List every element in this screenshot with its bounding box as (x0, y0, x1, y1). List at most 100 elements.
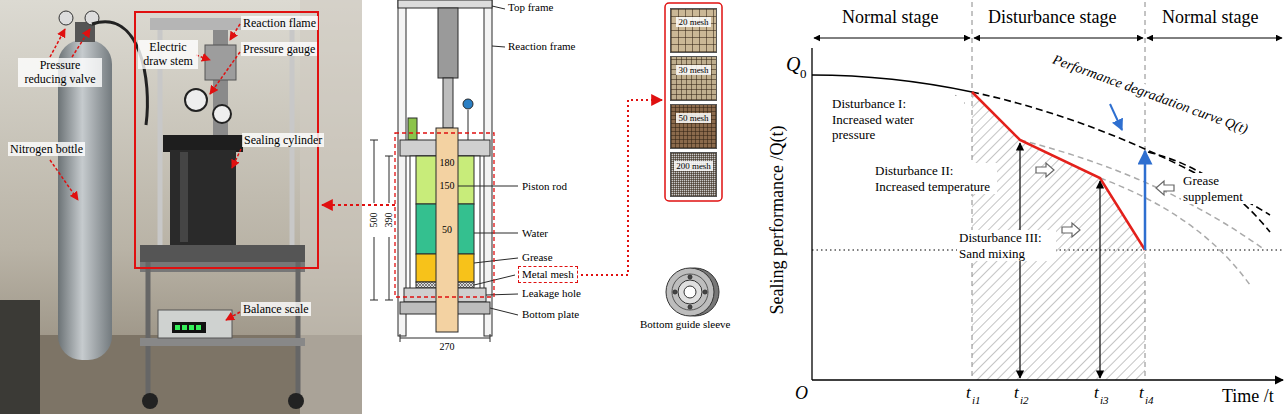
wrap-spacer (932, 96, 962, 112)
reaction-frame-photo (180, 152, 188, 242)
photo-label: Balance scale (241, 302, 311, 316)
schematic-callouts (395, 133, 494, 297)
dimension-label: 50 (436, 224, 458, 236)
part-label: Grease (522, 251, 553, 264)
balance-scale-photo (172, 322, 206, 333)
rig-schematic (408, 118, 417, 140)
hollow-arrows (1062, 223, 1080, 237)
curve-label: Performance degradation curve Q(t) (1048, 51, 1252, 139)
guide-sleeve-illustration (678, 280, 702, 304)
guide-sleeve-illustration (666, 268, 719, 316)
axis-title: Sealing performance /Q(t) (767, 126, 789, 315)
nitrogen-bottle (58, 40, 112, 360)
rig-schematic (458, 186, 518, 187)
instrument-cart (142, 393, 158, 409)
degradation-curves (1144, 151, 1147, 250)
balance-scale-photo (158, 310, 232, 338)
balance-scale-photo (175, 325, 180, 330)
chart-guides (1145, 2, 1146, 380)
mesh-label: 30 mesh (676, 65, 710, 75)
rig-schematic (468, 110, 469, 140)
chart-axes (811, 48, 812, 380)
disturbance-note: Disturbance I: Increased water pressure (830, 96, 964, 143)
schematic-callouts (665, 3, 722, 201)
degradation-curves (972, 92, 1145, 250)
stage-header: Normal stage (1162, 7, 1258, 29)
tick-label: t (1139, 383, 1144, 403)
disturbance-note: Disturbance III: Sand mixing (957, 230, 1056, 261)
chart-axes (812, 379, 1283, 380)
instrument-cart (140, 338, 305, 346)
photo-label: Electric draw stem (138, 40, 198, 69)
mesh-label: 20 mesh (676, 17, 710, 27)
rig-schematic (400, 338, 490, 339)
photo-callouts (196, 55, 210, 60)
rig-schematic (443, 78, 453, 128)
reaction-frame-photo (213, 105, 231, 123)
schematic-callouts (581, 100, 662, 275)
tick-subscript: i1 (972, 394, 981, 407)
photo-label: Reaction flame (241, 16, 318, 30)
part-label: Top frame (508, 1, 553, 14)
chart-axes (812, 48, 1283, 380)
rig-schematic (398, 0, 492, 8)
schematic-callouts (395, 3, 722, 297)
axis-value: Q (786, 52, 800, 76)
rig-schematic (400, 334, 401, 342)
rig-schematic (438, 8, 458, 78)
degradation-curves (812, 75, 972, 92)
part-label: Bottom guide sleeve (640, 318, 730, 331)
tick-label: t (966, 383, 971, 403)
rig-schematic (389, 237, 390, 300)
rig-schematic (474, 258, 518, 263)
rig-schematic (484, 0, 492, 336)
photo-callouts (322, 204, 395, 206)
chart-guides (812, 2, 1282, 380)
instrument-cart (140, 262, 305, 409)
instrument-cart (146, 262, 151, 395)
photo-label: Sealing cylinder (242, 133, 324, 147)
hollow-arrows (1036, 163, 1054, 177)
rig-schematic (436, 128, 458, 332)
tick-label: t (1014, 383, 1019, 403)
photo-callouts (230, 24, 240, 40)
rig-schematic (370, 0, 518, 342)
test-rig-photo (300, 0, 362, 414)
reaction-frame-photo (170, 150, 236, 245)
rig-schematic (474, 233, 518, 234)
mesh-label: 50 mesh (676, 113, 710, 123)
rig-schematic (490, 334, 491, 342)
hollow-arrows (1156, 181, 1174, 195)
reaction-frame-photo (185, 89, 207, 111)
rig-schematic (490, 308, 518, 315)
guide-sleeve-illustration (666, 268, 714, 316)
degradation-curves (972, 92, 1270, 215)
mesh-label: 200 mesh (674, 161, 713, 171)
mesh-sample-tile: 30 mesh (670, 56, 717, 101)
rig-schematic (492, 6, 505, 9)
part-label: Metal mesh (522, 268, 574, 281)
axis-subscript: 0 (800, 66, 807, 82)
photo-callouts (210, 52, 240, 94)
stage-header: Normal stage (842, 7, 938, 29)
test-rig-photo (0, 0, 362, 414)
photo-callouts (72, 29, 90, 57)
chart-guides (814, 38, 970, 39)
guide-sleeve-illustration (673, 290, 677, 294)
tick-subscript: i3 (1100, 394, 1109, 407)
rig-schematic (463, 99, 473, 109)
mesh-sample-tile: 200 mesh (670, 152, 717, 197)
reaction-frame-photo (205, 45, 236, 80)
photo-label: Nitrogen bottle (8, 142, 85, 156)
reaction-frame-photo (163, 135, 243, 152)
reaction-frame-photo (140, 245, 305, 262)
tick-label: t (1094, 383, 1099, 403)
rig-schematic (370, 300, 378, 301)
dimension-label: 150 (436, 180, 458, 192)
degradation-curves (1110, 104, 1122, 130)
annotation: Grease supplement (1181, 173, 1260, 204)
dimension-label: 270 (436, 341, 458, 353)
dimension-label: 390 (383, 213, 395, 228)
guide-sleeve-illustration (672, 274, 708, 310)
